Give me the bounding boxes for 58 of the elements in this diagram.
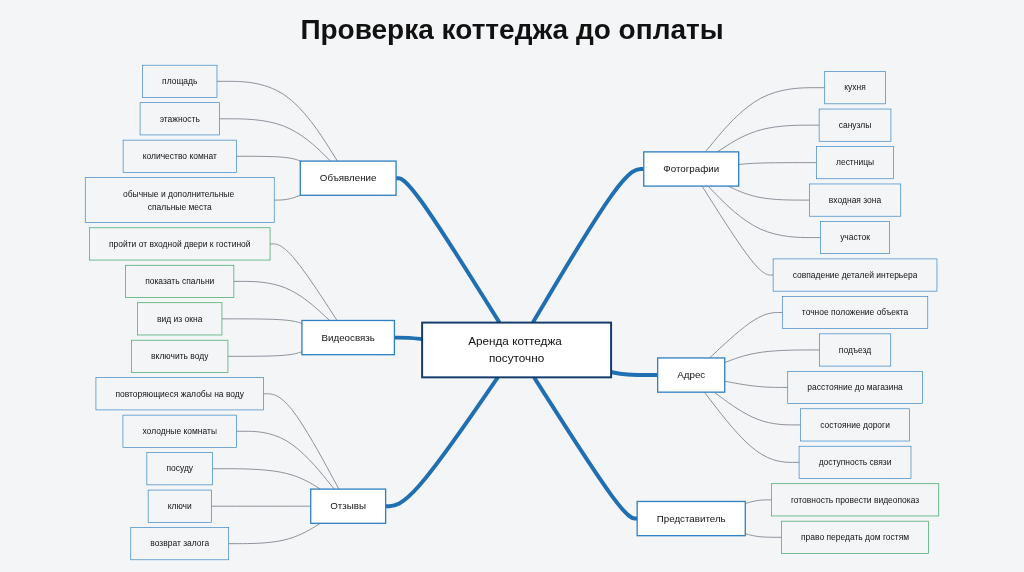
node-box: Отзывы <box>310 488 387 524</box>
connector <box>263 393 340 490</box>
connector <box>704 87 826 153</box>
node-box: санузлы <box>818 108 892 142</box>
node-box: доступность связи <box>798 445 912 479</box>
connector <box>531 167 644 324</box>
node-box: количество комнат <box>122 139 237 173</box>
node-box: показать спальни <box>125 264 235 298</box>
node-box: готовность провести видеопоказ <box>771 483 940 517</box>
connector <box>236 430 335 490</box>
node-box: Объявление <box>299 160 397 196</box>
node-box: площадь <box>142 64 218 98</box>
node-box: право передать дом гостям <box>781 520 929 554</box>
connector <box>212 468 321 490</box>
connector <box>396 176 502 324</box>
node-box: включить воду <box>131 339 229 373</box>
connector <box>701 185 774 276</box>
node-box: кухня <box>824 71 886 105</box>
node-box: Видеосвязь <box>301 319 396 356</box>
node-box: Фотографии <box>643 151 740 187</box>
node-box: ключи <box>147 489 212 523</box>
node-box: лестницы <box>816 146 894 180</box>
node-box: пройти от входной двери к гостиной <box>89 227 271 261</box>
connector <box>709 312 783 359</box>
connector <box>394 335 423 342</box>
connector <box>233 280 331 321</box>
node-box: возврат залога <box>130 527 230 561</box>
node-box: входная зона <box>809 183 902 217</box>
connector <box>724 380 789 388</box>
node-box: совпадение деталей интерьера <box>772 258 938 292</box>
node-box: точное положение объекта <box>781 296 929 329</box>
node-box: обычные и дополнительные спальные места <box>84 177 275 223</box>
connector <box>738 162 817 165</box>
node-box: вид из окна <box>137 302 223 336</box>
node-box: Адрес <box>657 357 726 393</box>
connector <box>713 391 802 426</box>
connector <box>532 376 638 521</box>
connector <box>385 376 500 509</box>
connector <box>703 391 800 463</box>
connector <box>216 80 338 162</box>
node-box: расстояние до магазина <box>787 371 923 404</box>
connector <box>228 522 321 545</box>
node-box: состояние дороги <box>800 408 910 442</box>
connector <box>235 155 302 162</box>
connector <box>724 349 820 363</box>
node-box: участок <box>820 221 890 254</box>
diagram-title: Проверка коттеджа до оплаты <box>299 13 725 46</box>
connector <box>269 243 338 321</box>
node-box: холодные комнаты <box>122 414 237 448</box>
connector <box>273 194 302 201</box>
node-box: подъезд <box>819 333 892 367</box>
node-box: Представитель <box>636 500 746 537</box>
connector <box>218 118 332 162</box>
node-box: этажность <box>139 102 220 136</box>
connector <box>707 185 822 239</box>
node-box: посуду <box>146 452 213 486</box>
node-box: повторяющиеся жалобы на воду <box>95 377 264 411</box>
node-box: Аренда коттеджа посуточно <box>421 321 613 379</box>
